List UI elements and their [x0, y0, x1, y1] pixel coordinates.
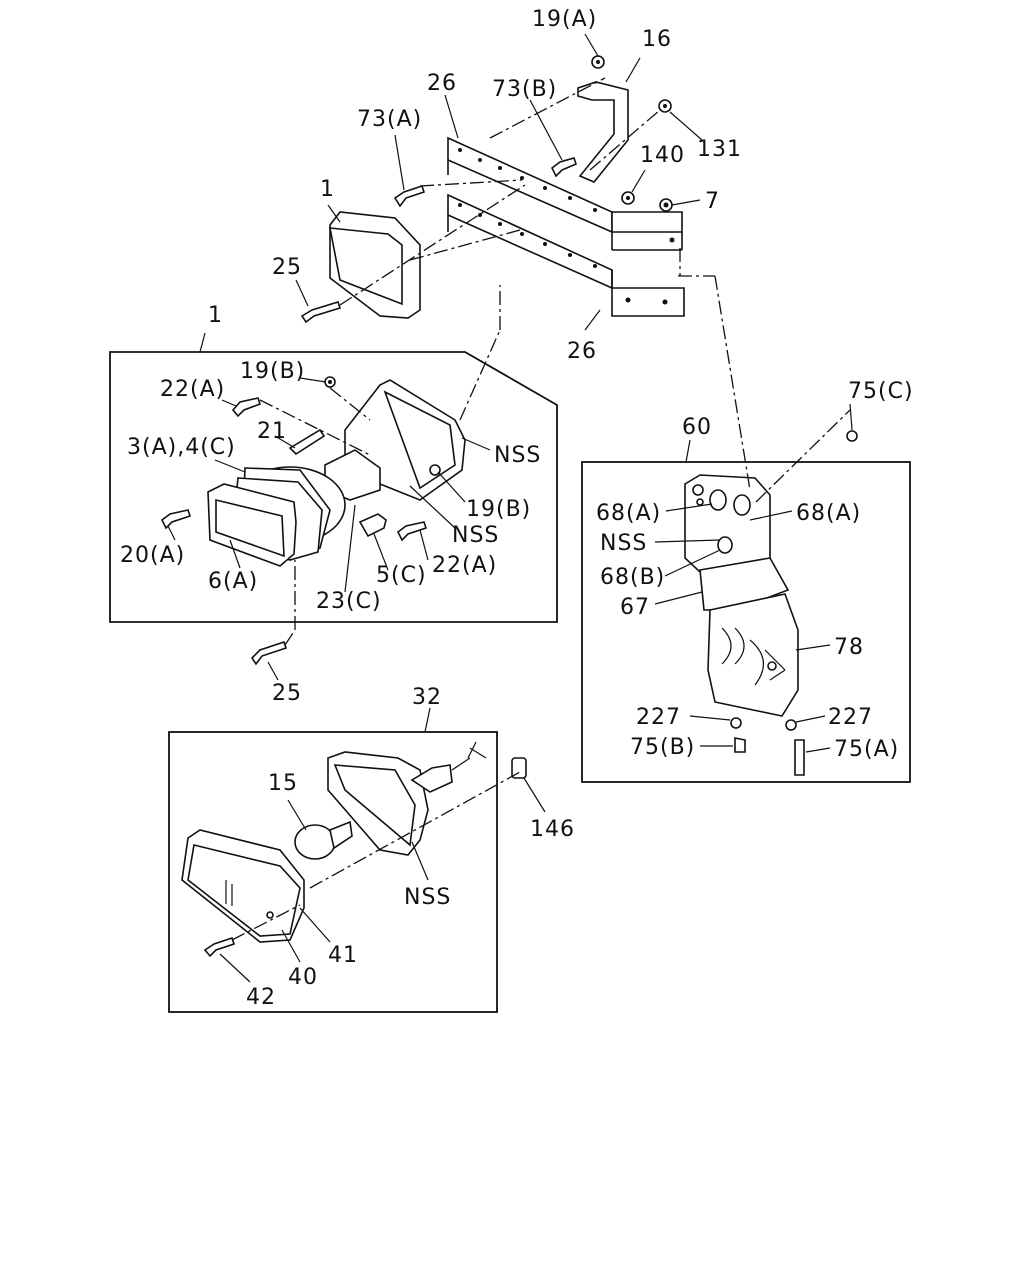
label-1-box: 1	[208, 303, 223, 328]
label-22a-a: 22(A)	[160, 377, 225, 402]
label-26-bottom: 26	[567, 339, 597, 364]
label-42: 42	[246, 985, 276, 1010]
label-75c: 75(C)	[848, 379, 914, 404]
label-nss-4: NSS	[404, 885, 451, 910]
label-15: 15	[268, 771, 298, 796]
label-73a: 73(A)	[357, 107, 422, 132]
part-labels: 19(A) 16 26 73(B) 73(A) 131 140 7 1 25 2…	[120, 7, 914, 1010]
label-19b-b: 19(B)	[466, 497, 531, 522]
label-146: 146	[530, 817, 575, 842]
label-25-top: 25	[272, 255, 302, 280]
label-nss-2: NSS	[452, 523, 499, 548]
label-75b: 75(B)	[630, 735, 695, 760]
label-1-top: 1	[320, 177, 335, 202]
label-nss-3: NSS	[600, 531, 647, 556]
label-3a-4c: 3(A),4(C)	[127, 435, 236, 460]
label-227-left: 227	[636, 705, 681, 730]
headlamp-assembly-box	[109, 285, 558, 681]
label-20a: 20(A)	[120, 543, 185, 568]
label-67: 67	[620, 595, 650, 620]
label-227-right: 227	[828, 705, 873, 730]
label-22a-b: 22(A)	[432, 553, 497, 578]
work-lamp-assembly-box	[168, 707, 546, 1013]
label-23c: 23(C)	[316, 589, 382, 614]
label-140: 140	[640, 143, 685, 168]
bracket-assembly	[295, 33, 703, 331]
label-5c: 5(C)	[376, 563, 427, 588]
label-68b: 68(B)	[600, 565, 665, 590]
label-78: 78	[834, 635, 864, 660]
label-68a-left: 68(A)	[596, 501, 661, 526]
label-68a-right: 68(A)	[796, 501, 861, 526]
label-19b-a: 19(B)	[240, 359, 305, 384]
label-40: 40	[288, 965, 318, 990]
label-131: 131	[697, 137, 742, 162]
label-nss-1: NSS	[494, 443, 541, 468]
rear-lamp-assembly-box	[581, 248, 911, 783]
label-26-top: 26	[427, 71, 457, 96]
label-60: 60	[682, 415, 712, 440]
label-21: 21	[257, 419, 287, 444]
label-32: 32	[412, 685, 442, 710]
label-16: 16	[642, 27, 672, 52]
label-25-bottom: 25	[272, 681, 302, 706]
label-73b: 73(B)	[492, 77, 557, 102]
label-41: 41	[328, 943, 358, 968]
label-19a-top: 19(A)	[532, 7, 597, 32]
label-7: 7	[705, 189, 720, 214]
label-6a: 6(A)	[208, 569, 258, 594]
label-75a: 75(A)	[834, 737, 899, 762]
